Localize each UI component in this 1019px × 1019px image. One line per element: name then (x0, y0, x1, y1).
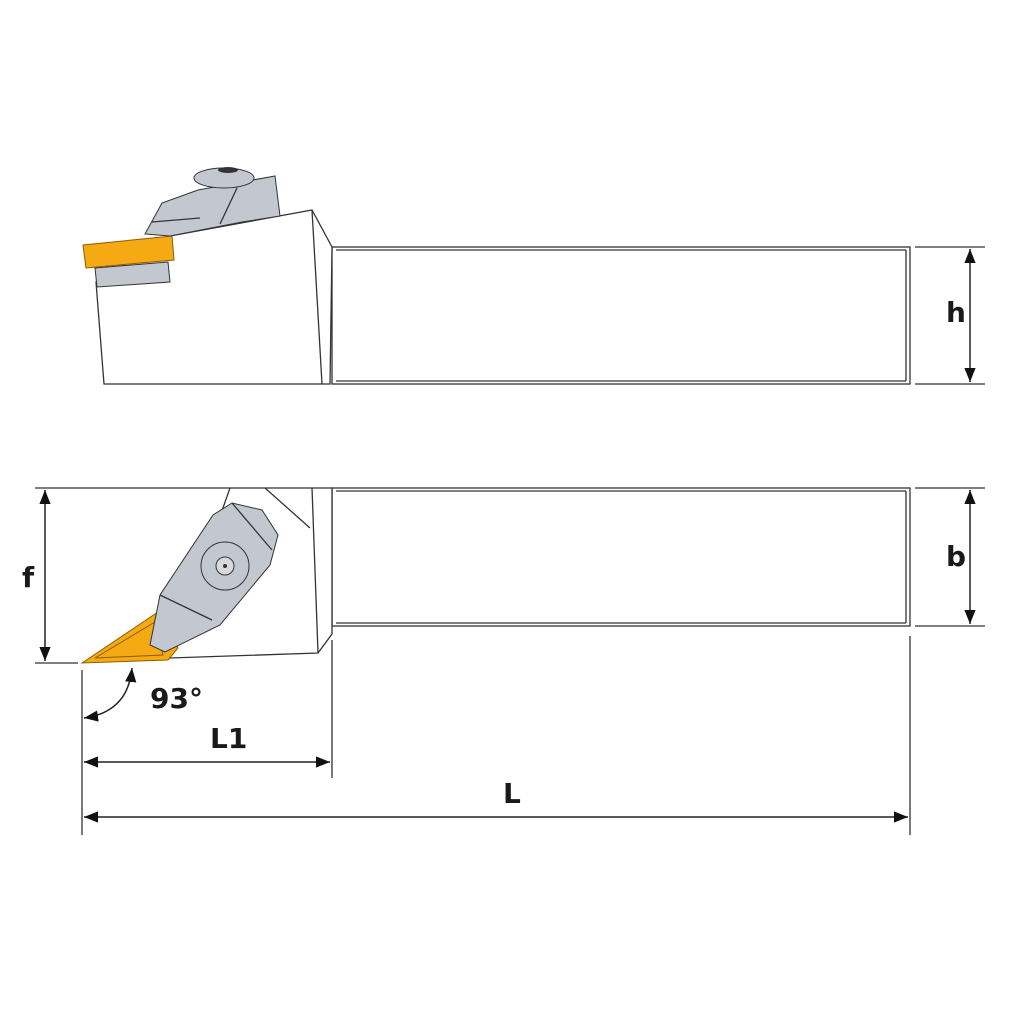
top-view (80, 487, 911, 664)
screw-top (200, 541, 250, 591)
head-side (95, 209, 333, 385)
label-b: b (946, 540, 966, 573)
dimension-f: f (22, 487, 230, 664)
dimension-l1: L1 (84, 722, 330, 768)
dimension-b: b (915, 487, 985, 627)
shank-side (331, 246, 911, 385)
label-l1: L1 (210, 722, 247, 755)
clamp-side (144, 175, 281, 237)
clamp-top (149, 502, 279, 653)
dimension-l: L (84, 777, 908, 823)
label-angle: 93° (150, 682, 203, 715)
label-f: f (22, 561, 35, 594)
shank-top (331, 487, 911, 627)
shim-side (94, 261, 171, 288)
insert-side (82, 235, 175, 269)
angle-dimension: 93° (83, 667, 203, 722)
side-view (82, 167, 911, 385)
dimension-h: h (915, 246, 985, 385)
label-h: h (946, 296, 966, 329)
label-l: L (503, 777, 521, 810)
